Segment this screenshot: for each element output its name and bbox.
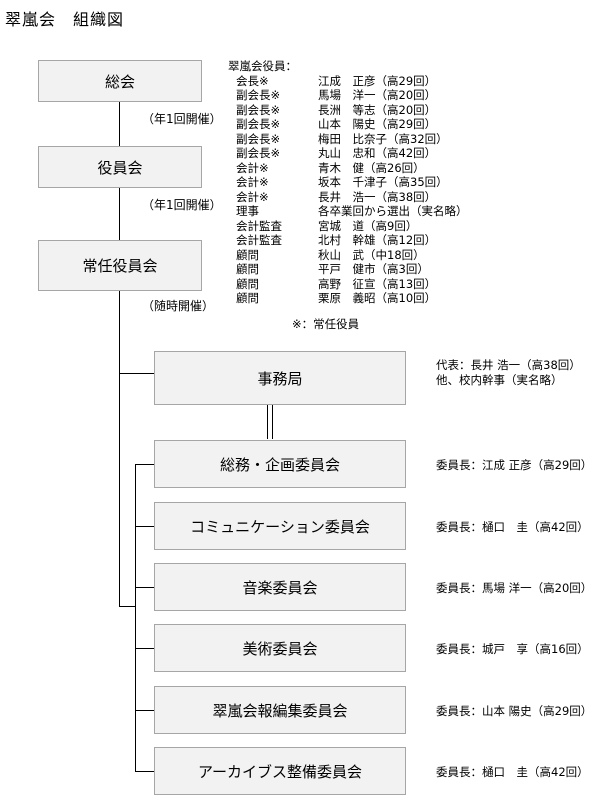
- officer-role: 会計※: [236, 175, 269, 189]
- committee-chair: 委員長：樋口 圭（高42回）: [436, 765, 589, 779]
- officer-name: 平戸 健市（高3回）: [318, 262, 429, 276]
- officer-role: 副会長※: [236, 146, 281, 160]
- connector-committee-2: [135, 526, 154, 527]
- committee-chair: 委員長：江成 正彦（高29回）: [436, 458, 593, 472]
- officer-row: 副会長※ 梅田 比奈子（高32回）: [228, 131, 448, 147]
- committee-label: 音楽委員会: [242, 578, 318, 597]
- officer-role: 会計監査: [236, 218, 282, 233]
- committee-box-archives: アーカイブス整備委員会: [154, 747, 406, 795]
- general-assembly-label: 総会: [104, 72, 135, 91]
- committee-label: アーカイブス整備委員会: [197, 762, 363, 781]
- connector-to-secretariat: [119, 373, 154, 374]
- connector-committee-5: [135, 710, 154, 711]
- secretariat-staff: 他、校内幹事（実名略）: [436, 373, 563, 387]
- officer-name: 江成 正彦（高29回）: [318, 73, 437, 88]
- officer-role: 会長※: [236, 73, 269, 88]
- officer-row: 会計※ 長井 浩一（高38回）: [228, 189, 436, 205]
- officer-row: 顧問 平戸 健市（高3回）: [228, 262, 429, 277]
- officer-name: 秋山 武（中18回）: [318, 247, 425, 262]
- board-frequency: （年1回開催）: [142, 198, 222, 212]
- committee-chair: 委員長：樋口 圭（高42回）: [436, 520, 589, 534]
- connector-committee-3: [135, 587, 154, 588]
- officer-role: 会計※: [236, 160, 269, 175]
- secretariat-box: 事務局: [154, 351, 406, 405]
- officer-row: 会計監査 北村 幹雄（高12回）: [228, 233, 436, 248]
- standing-board-frequency: （随時開催）: [142, 299, 215, 313]
- secretariat-label: 事務局: [257, 369, 303, 388]
- officer-name: 宮城 道（高9回）: [318, 218, 418, 233]
- officer-name: 丸山 忠和（高42回）: [318, 146, 437, 160]
- officer-row: 副会長※ 長洲 等志（高20回）: [228, 102, 436, 118]
- officer-name: 高野 征宣（高13回）: [318, 276, 437, 291]
- officer-row: 副会長※ 丸山 忠和（高42回）: [228, 146, 436, 161]
- officers-heading: 翠嵐会役員：: [228, 59, 297, 73]
- officer-role: 会計監査: [236, 233, 282, 247]
- connector-trunk: [119, 102, 120, 606]
- officer-name: 北村 幹雄（高12回）: [318, 233, 437, 247]
- general-assembly-frequency: （年1回開催）: [142, 112, 222, 126]
- officer-role: 会計※: [236, 189, 269, 204]
- officer-role: 副会長※: [236, 131, 281, 146]
- officer-name: 山本 陽史（高29回）: [318, 117, 437, 131]
- officer-name: 青木 健（高26回）: [318, 160, 425, 175]
- general-assembly-box: 総会: [38, 60, 202, 102]
- connector-committee-4: [135, 648, 154, 649]
- connector-committee-1: [135, 464, 154, 465]
- committee-chair: 委員長：山本 陽史（高29回）: [436, 704, 593, 718]
- officer-row: 会計※ 青木 健（高26回）: [228, 160, 425, 176]
- connector-secretariat-double-b: [272, 405, 273, 439]
- officer-name: 栗原 義昭（高10回）: [318, 291, 437, 305]
- officer-name: 長井 浩一（高38回）: [318, 189, 437, 204]
- committee-box-communication: コミュニケーション委員会: [154, 502, 406, 550]
- officer-row: 顧問 秋山 武（中18回）: [228, 247, 425, 263]
- standing-officer-footnote: ※：常任役員: [292, 317, 360, 331]
- page-title: 翠嵐会 組織図: [5, 10, 125, 29]
- officer-row: 会長※ 江成 正彦（高29回）: [228, 73, 436, 89]
- officer-role: 顧問: [236, 262, 259, 276]
- committee-box-music: 音楽委員会: [154, 563, 406, 611]
- committee-label: コミュニケーション委員会: [190, 517, 370, 536]
- officer-row: 会計※ 坂本 千津子（高35回）: [228, 175, 448, 190]
- officer-row: 理事 各卒業回から選出（実名略）: [228, 204, 468, 219]
- connector-to-committees: [119, 606, 135, 607]
- officer-row: 顧問 高野 征宣（高13回）: [228, 276, 436, 292]
- committee-box-newsletter: 翠嵐会報編集委員会: [154, 686, 406, 734]
- officer-role: 副会長※: [236, 117, 281, 131]
- officer-role: 理事: [236, 204, 259, 218]
- officer-role: 顧問: [236, 247, 259, 262]
- officer-name: 各卒業回から選出（実名略）: [318, 204, 468, 218]
- committee-label: 総務・企画委員会: [219, 455, 340, 474]
- officer-role: 副会長※: [236, 102, 281, 117]
- committee-chair: 委員長：城戸 享（高16回）: [436, 642, 589, 656]
- board-box: 役員会: [38, 146, 202, 188]
- officer-role: 顧問: [236, 276, 259, 291]
- secretariat-detail: 代表：長井 浩一（高38回） 他、校内幹事（実名略）: [436, 358, 581, 388]
- officer-name: 坂本 千津子（高35回）: [318, 175, 448, 189]
- connector-committee-trunk: [135, 464, 136, 772]
- committee-box-art: 美術委員会: [154, 624, 406, 672]
- committee-chair: 委員長：馬場 洋一（高20回）: [436, 581, 593, 595]
- officer-role: 顧問: [236, 291, 259, 305]
- connector-secretariat-double-a: [267, 405, 268, 439]
- officer-name: 馬場 洋一（高20回）: [318, 88, 437, 102]
- connector-committee-6: [135, 771, 154, 772]
- standing-board-label: 常任役員会: [82, 257, 158, 275]
- officer-role: 副会長※: [236, 88, 281, 102]
- officer-row: 会計監査 宮城 道（高9回）: [228, 218, 417, 234]
- board-label: 役員会: [97, 158, 143, 177]
- committee-label: 翠嵐会報編集委員会: [212, 701, 348, 720]
- officer-name: 梅田 比奈子（高32回）: [318, 131, 448, 146]
- officers-roster: 翠嵐会役員： 会長※ 江成 正彦（高29回） 副会長※ 馬場 洋一（高20回） 副会…: [228, 59, 468, 306]
- officer-name: 長洲 等志（高20回）: [318, 102, 437, 117]
- officer-row: 顧問 栗原 義昭（高10回）: [228, 291, 436, 306]
- officer-row: 副会長※ 山本 陽史（高29回）: [228, 117, 436, 132]
- committee-label: 美術委員会: [242, 639, 318, 658]
- secretariat-representative: 代表：長井 浩一（高38回）: [436, 358, 581, 372]
- committee-box-general-affairs: 総務・企画委員会: [154, 440, 406, 488]
- standing-board-box: 常任役員会: [38, 240, 202, 291]
- officer-row: 副会長※ 馬場 洋一（高20回）: [228, 88, 436, 103]
